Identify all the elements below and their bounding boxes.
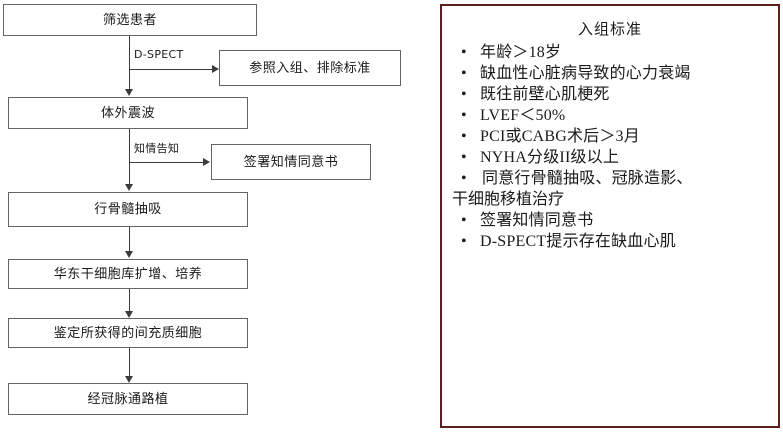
criteria-item-label: D-SPECT提示存在缺血心肌 bbox=[480, 233, 676, 250]
bullet-icon: • bbox=[461, 65, 467, 82]
criteria-item-label: PCI或CABG术后＞3月 bbox=[480, 128, 640, 145]
flow-node-expand: 华东干细胞库扩增、培养 bbox=[8, 259, 248, 289]
flow-connector-screen-to-eswt bbox=[129, 36, 130, 91]
flow-connector-screen-to-criteria-ref bbox=[129, 69, 216, 70]
criteria-item-label: 既往前壁心肌梗死 bbox=[480, 86, 610, 103]
flow-edge-label-dspect: D-SPECT bbox=[134, 48, 184, 61]
criteria-item-label: NYHA分级II级以上 bbox=[480, 149, 620, 166]
bullet-icon: • bbox=[461, 86, 467, 103]
flow-connector-expand-to-identify bbox=[129, 289, 130, 314]
bullet-icon: • bbox=[461, 149, 467, 166]
criteria-item-label: 年龄＞18岁 bbox=[480, 44, 562, 61]
flow-node-eswt-label: 体外震波 bbox=[100, 105, 155, 121]
flow-node-marrow-label: 行骨髓抽吸 bbox=[94, 202, 162, 217]
flow-arrowhead-consent bbox=[203, 158, 210, 166]
flow-arrowhead-implant bbox=[125, 376, 133, 383]
flow-arrowhead-expand bbox=[125, 251, 133, 258]
criteria-item-label: 同意行骨髓抽吸、冠脉造影、 bbox=[482, 170, 693, 187]
criteria-item-label: 签署知情同意书 bbox=[480, 212, 594, 229]
flow-node-consent-form-label: 签署知情同意书 bbox=[243, 154, 339, 170]
criteria-item-pci-cabg: • PCI或CABG术后＞3月 bbox=[452, 129, 768, 145]
flow-connector-marrow-to-expand bbox=[129, 227, 130, 253]
bullet-icon: • bbox=[461, 170, 467, 187]
flow-node-screen-label: 筛选患者 bbox=[102, 12, 157, 28]
criteria-item-age: • 年龄＞18岁 bbox=[452, 45, 768, 61]
flow-node-implant: 经冠脉通路植 bbox=[8, 383, 248, 415]
criteria-item-consent-procedures: • 同意行骨髓抽吸、冠脉造影、 bbox=[452, 171, 768, 187]
flow-node-criteria-ref-label: 参照入组、排除标准 bbox=[249, 60, 371, 76]
flow-edge-label-inform: 知情告知 bbox=[134, 142, 180, 155]
flow-node-criteria-ref: 参照入组、排除标准 bbox=[219, 50, 401, 86]
flow-node-implant-label: 经冠脉通路植 bbox=[87, 391, 169, 407]
bullet-icon: • bbox=[461, 128, 467, 145]
flow-node-marrow: 行骨髓抽吸 bbox=[8, 192, 248, 227]
criteria-item-lvef: • LVEF＜50% bbox=[452, 108, 768, 124]
flow-node-identify-label: 鉴定所获得的间充质细胞 bbox=[53, 325, 203, 341]
flowchart: 筛选患者 D-SPECT 参照入组、排除标准 体外震波 知情告知 签署知情同意书… bbox=[3, 4, 401, 415]
bullet-icon: • bbox=[461, 44, 467, 61]
criteria-item-dspect: • D-SPECT提示存在缺血心肌 bbox=[452, 234, 768, 250]
flow-connector-eswt-to-marrow bbox=[129, 129, 130, 186]
criteria-item-label: 缺血性心脏病导致的心力衰竭 bbox=[480, 65, 691, 82]
inclusion-criteria-panel: 入组标准 • 年龄＞18岁 • 缺血性心脏病导致的心力衰竭 • 既往前壁心肌梗死… bbox=[440, 4, 780, 428]
bullet-icon: • bbox=[461, 212, 467, 229]
flow-node-consent-form: 签署知情同意书 bbox=[211, 144, 371, 180]
flow-arrowhead-eswt bbox=[125, 89, 133, 96]
flow-arrowhead-identify bbox=[125, 311, 133, 318]
criteria-item-consent-procedures-continuation: 干细胞移植治疗 bbox=[452, 191, 565, 208]
flow-connector-identify-to-implant bbox=[129, 348, 130, 378]
criteria-title: 入组标准 bbox=[577, 20, 642, 38]
criteria-item-label: LVEF＜50% bbox=[480, 107, 566, 124]
criteria-list: • 年龄＞18岁 • 缺血性心脏病导致的心力衰竭 • 既往前壁心肌梗死 • LV… bbox=[452, 45, 768, 250]
flow-node-identify: 鉴定所获得的间充质细胞 bbox=[8, 318, 248, 348]
criteria-item-ischemic-hf: • 缺血性心脏病导致的心力衰竭 bbox=[452, 66, 768, 82]
bullet-icon: • bbox=[461, 233, 467, 250]
criteria-item-anterior-mi: • 既往前壁心肌梗死 bbox=[452, 87, 768, 103]
criteria-item-nyha: • NYHA分级II级以上 bbox=[452, 150, 768, 166]
flow-connector-eswt-to-consent bbox=[129, 162, 207, 163]
flow-node-screen: 筛选患者 bbox=[3, 4, 257, 36]
bullet-icon: • bbox=[461, 107, 467, 124]
flow-arrowhead-criteria-ref bbox=[212, 65, 219, 73]
flow-node-expand-label: 华东干细胞库扩增、培养 bbox=[53, 266, 203, 282]
flow-arrowhead-marrow bbox=[125, 184, 133, 191]
flow-node-eswt: 体外震波 bbox=[8, 97, 248, 129]
criteria-item-signed-consent: • 签署知情同意书 bbox=[452, 213, 768, 229]
